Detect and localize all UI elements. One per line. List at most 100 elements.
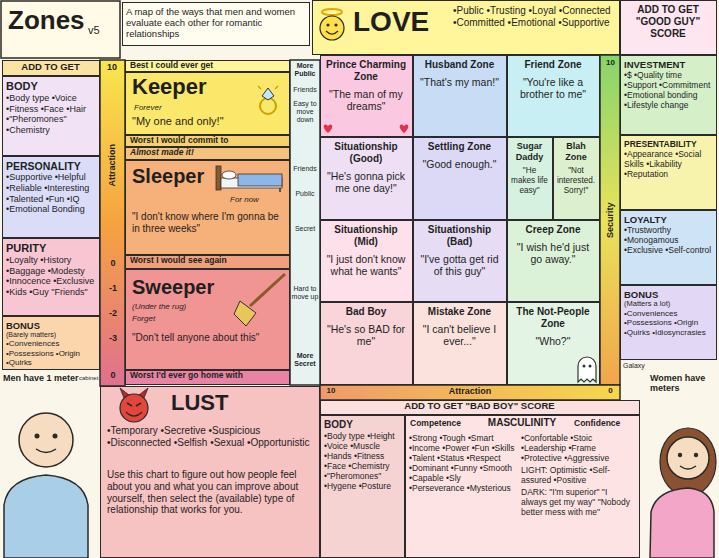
box-heading: Sugar Daddy	[510, 141, 549, 162]
zone-box: Sweeper(Under the rug)Forget"Don't tell …	[125, 269, 290, 370]
text-column: Worst I would see again	[130, 256, 285, 265]
box-text: Forget	[132, 314, 222, 323]
text-column: ADD TO GET	[5, 62, 96, 72]
text-column: BODY•Body type •Voice •Fitness •Face •Ha…	[6, 80, 95, 135]
box-text: "He's gonna pick me one day!"	[324, 170, 408, 195]
heart	[324, 124, 333, 133]
box-heading: Best I could ever get	[130, 61, 285, 70]
box-heading: Situationship (Good)	[324, 141, 408, 165]
box-text: "I wish he'd just go away."	[511, 241, 595, 266]
chart-label: Easy to move down	[291, 100, 319, 124]
zone-cell: Bad Boy"He's so BAD for me"	[320, 302, 413, 385]
zone-band: Worst I would see again	[125, 255, 290, 269]
chart-label: Security	[605, 160, 615, 280]
zone-cell: Situationship (Bad)"I've gotta get rid o…	[413, 220, 507, 302]
ghost-eye	[589, 365, 592, 368]
woman-smile	[680, 466, 696, 469]
chart-label: v5	[88, 24, 112, 37]
man-eye	[35, 434, 40, 439]
text-column: Keeper	[132, 75, 252, 99]
text-column: ADD TO GET "BAD BOY" SCORE	[324, 401, 635, 411]
box-heading: BODY	[6, 80, 95, 93]
text-column: Best I could ever get	[130, 61, 285, 70]
zone-box: KeeperForever "My one and only!"	[125, 72, 290, 135]
zone-cell: Mistake Zone"I can't believe I ever..."	[413, 302, 507, 385]
chart-label: 0	[103, 370, 123, 380]
text-column: •Strong •Tough •Smart •Income •Power •Fu…	[409, 433, 517, 493]
zone-cell: Blah Zone"Not interested. Sorry!"	[553, 137, 600, 220]
zone-cell: Settling Zone"Good enough."	[413, 137, 507, 220]
score-header: ADD TO GET "GOOD GUY" SCORE	[620, 0, 717, 55]
text-column: A map of the ways that men and women eva…	[126, 6, 305, 40]
bed-headboard	[216, 166, 221, 190]
text-column: Sugar Daddy "He makes life easy"	[510, 141, 549, 195]
box-heading: ADD TO GET	[5, 62, 96, 72]
chart-label: -2	[103, 308, 123, 318]
box-heading: Worst I'd ever go home with	[130, 371, 285, 380]
visibility-column	[290, 60, 320, 385]
box-text: •Conveniences •Possessions •Origin •Quir…	[624, 309, 712, 337]
attribute-box: LOYALTY•Trustworthy •Monogamous •Exclusi…	[620, 210, 717, 285]
text-column: Forever	[134, 103, 234, 112]
box-text: "My one and only!"	[132, 115, 252, 128]
text-column: PRESENTABILITY•Appearance •Social Skills…	[624, 139, 712, 179]
box-text: "I just don't know what he wants"	[324, 253, 408, 278]
text-column: MASCULINITY	[472, 417, 572, 429]
text-column: Prince Charming Zone"The man of my dream…	[324, 59, 408, 112]
sparkle	[275, 86, 278, 89]
text-column: BODY•Body type •Height •Voice •Muscle •H…	[324, 419, 400, 491]
text-column: Almost made it!	[130, 148, 285, 157]
chart-label: Friends	[291, 165, 319, 173]
box-text: (Matters a lot)	[624, 300, 712, 309]
title-box	[1, 1, 120, 58]
box-text: (Barely matters)	[6, 331, 95, 339]
chart-label: 0	[603, 386, 618, 395]
diamond	[262, 88, 274, 100]
box-heading: Friend Zone	[511, 59, 595, 71]
man-eye	[53, 434, 58, 439]
box-text: (Under the rug)	[132, 302, 222, 311]
zone-cell: Situationship (Mid)"I just don't know wh…	[320, 220, 413, 302]
text-column: "Don't tell anyone about this"	[132, 332, 282, 344]
box-text: "He makes life easy"	[510, 166, 549, 195]
text-column: •Confortable •Stoic •Leadership •Frame •…	[521, 433, 635, 517]
box-heading: Husband Zone	[417, 59, 502, 71]
broom-handle	[250, 274, 285, 306]
love-box: LOVE•Public •Trusting •Loyal •Connected …	[312, 0, 620, 55]
box-text: •$ •Quality time •Support •Commitment •E…	[624, 70, 712, 110]
box-text: •Trustworthy •Monogamous •Exclusive •Sel…	[624, 225, 712, 255]
box-text: "Good enough."	[417, 158, 502, 170]
box-heading: Situationship (Bad)	[417, 224, 502, 248]
chart-label: cabinet	[79, 375, 99, 382]
attribute-box: PRESENTABILITY•Appearance •Social Skills…	[620, 135, 717, 210]
bed-leg	[279, 188, 281, 192]
angel-face	[320, 16, 344, 40]
attribute-box: INVESTMENT•$ •Quality time •Support •Com…	[620, 55, 717, 135]
chart-label: -3	[103, 333, 123, 343]
halo	[322, 9, 342, 15]
box-heading: ADD TO GET "GOOD GUY" SCORE	[624, 4, 712, 39]
box-heading: The Not-People Zone	[511, 306, 595, 330]
bed-pillow	[222, 171, 236, 179]
box-heading: Keeper	[132, 75, 252, 99]
text-column: BONUS(Barely matters)•Conveniences •Poss…	[6, 320, 95, 368]
woman-head	[667, 437, 709, 479]
zone-cell: Prince Charming Zone"The man of my dream…	[320, 55, 413, 137]
devil-grin	[126, 412, 142, 416]
box-heading: Prince Charming Zone	[324, 59, 408, 83]
text-column: PURITY•Loyalty •History •Baggage •Modest…	[6, 242, 95, 297]
chart-label: 10	[602, 58, 619, 67]
zone-cell: Creep Zone"I wish he'd just go away."	[507, 220, 600, 302]
diagram-title: Zones	[8, 6, 85, 35]
box-text: DARK: "I'm superior" "I always get my wa…	[521, 487, 635, 517]
box-heading: LOVE	[353, 7, 463, 38]
text-column: PERSONALITY•Supportive •Helpful •Reliabl…	[6, 160, 95, 215]
chart-label: Attraction	[107, 105, 117, 225]
zone-cell: Husband Zone"That's my man!"	[413, 55, 507, 137]
text-column: "I don't know where I'm gonna be in thre…	[132, 211, 282, 235]
text-column: Confidence	[574, 418, 636, 428]
chart-label: Secret	[291, 225, 319, 233]
text-column: Bad Boy"He's so BAD for me"	[324, 306, 408, 348]
broom-bristles	[234, 301, 256, 326]
